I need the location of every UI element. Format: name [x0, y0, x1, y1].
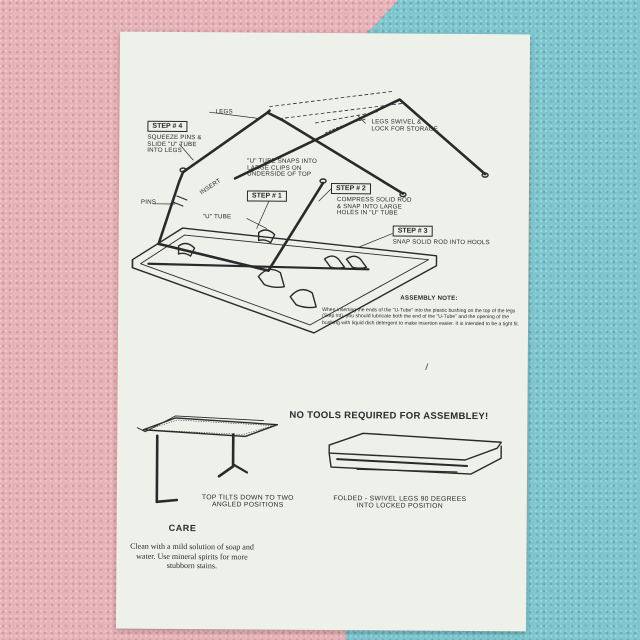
label-step-3-text: SNAP SOLID ROD INTO HOOLS: [392, 238, 490, 247]
care-body: Clean with a mild solution of soap and w…: [130, 541, 254, 571]
label-step-2-text: COMPRESS SOLID ROD & SNAP INTO LARGE HOL…: [336, 196, 412, 217]
care-title: CARE: [168, 522, 197, 534]
headline: NO TOOLS REQUIRED FOR ASSEMBLEY!: [289, 409, 489, 423]
caption-folded: FOLDED - SWIVEL LEGS 90 DEGREES INTO LOC…: [333, 495, 467, 510]
label-u-tube: "U" TUBE: [202, 213, 232, 221]
instruction-sheet: LEGS STEP # 4 SQUEEZE PINS & SLIDE "U" T…: [115, 31, 531, 632]
caption-tilt: TOP TILTS DOWN TO TWO ANGLED POSITIONS: [201, 494, 294, 509]
label-step-4-text: SQUEEZE PINS & SLIDE "U" TUBE INTO LEGS: [147, 133, 202, 155]
label-legs: LEGS: [215, 108, 233, 116]
label-step-3: STEP # 3: [392, 225, 433, 237]
label-step-1: STEP # 1: [246, 190, 287, 202]
label-legs-swivel: LEGS SWIVEL & LOCK FOR STORAGE: [371, 118, 439, 133]
label-step-2: STEP # 2: [330, 183, 371, 195]
label-step-4: STEP # 4: [147, 120, 188, 133]
assembly-diagram-icon: [131, 91, 502, 504]
label-u-tube-snaps: "U" TUBE SNAPS INTO LARGE CLIPS ON UNDER…: [247, 157, 318, 178]
label-pins: PINS: [140, 198, 157, 206]
assembly-note-body: When inserting the ends of the "U-Tube" …: [322, 306, 520, 328]
assembly-note-title: ASSEMBLY NOTE:: [400, 294, 458, 302]
